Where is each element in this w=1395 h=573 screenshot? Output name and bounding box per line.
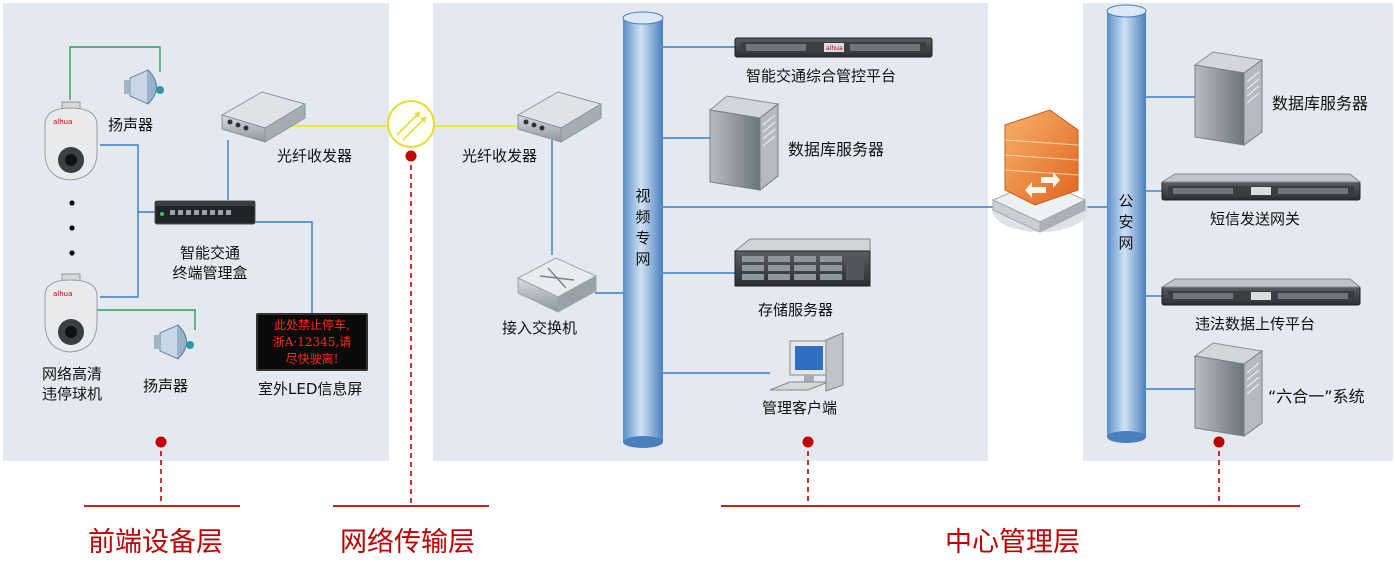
speaker-wire-top: [69, 46, 161, 100]
led-text-line1: 此处禁止停车,: [274, 318, 350, 332]
led-screen-label: 室外LED信息屏: [258, 380, 363, 398]
dome-camera-top-icon: alhua: [44, 101, 98, 181]
fiber-connector-icon: [387, 100, 435, 148]
six-in-one-server-tower-icon: [1193, 342, 1264, 437]
terminal-box-label-line2: 终端管理盒: [172, 264, 248, 282]
fiber-transceiver-front-icon: [220, 91, 307, 143]
fiber-transceiver-center-icon: [516, 91, 603, 143]
terminal-box-icon: [154, 200, 256, 225]
speaker-top-label: 扬声器: [108, 116, 154, 134]
led-screen: 此处禁止停车, 浙A·12345,请 尽快驶离!: [256, 313, 368, 371]
ellipsis-dot: [69, 225, 75, 231]
storage-server-label: 存储服务器: [758, 301, 834, 319]
control-platform-server-icon: alhua: [734, 37, 933, 58]
db-server-label: 数据库服务器: [788, 140, 885, 159]
camera-label: 网络高清 违停球机: [32, 364, 112, 404]
terminal-box-label: 智能交通 终端管理盒: [160, 243, 260, 283]
db-server-tower-icon: [708, 95, 780, 192]
storage-server-icon: [733, 238, 871, 287]
sms-gateway-label: 短信发送网关: [1210, 210, 1301, 228]
speaker-top-icon: [124, 69, 164, 105]
camera-bottom-link: [100, 212, 139, 298]
dome-camera-bottom-icon: alhua: [44, 273, 98, 353]
led-text-line2: 浙A·12345,请: [272, 335, 352, 349]
layer-center-title: 中心管理层: [945, 527, 1080, 558]
terminal-box-label-line1: 智能交通: [179, 244, 240, 262]
transceiver-center-label: 光纤收发器: [462, 147, 538, 165]
camera-label-line2: 违停球机: [41, 385, 102, 403]
front-panel: [3, 3, 389, 461]
camera-label-line1: 网络高清: [41, 365, 102, 383]
speaker-bottom-icon: [154, 324, 194, 360]
management-client-label: 管理客户端: [762, 399, 838, 417]
police-net-pipe: [1106, 4, 1147, 443]
police-db-server-label: 数据库服务器: [1272, 94, 1369, 113]
access-switch-label: 接入交换机: [502, 319, 578, 337]
management-client-pc-icon: [769, 332, 844, 392]
transceiver-front-label: 光纤收发器: [277, 147, 353, 165]
access-switch-icon: [516, 257, 598, 313]
control-platform-label: 智能交通综合管控平台: [746, 67, 897, 85]
speaker-bottom-label: 扬声器: [143, 377, 189, 395]
layer-markers: [84, 150, 1300, 507]
upload-platform-server-icon: [1160, 278, 1362, 306]
led-text-line3: 尽快驶离!: [285, 352, 339, 366]
camera-top-link: [100, 144, 155, 213]
speaker-wire-bottom: [70, 309, 196, 330]
ellipsis-dot: [69, 250, 75, 256]
svg-text:alhua: alhua: [53, 118, 72, 126]
svg-text:alhua: alhua: [826, 45, 843, 52]
center-panel: [433, 3, 988, 461]
police-net-label: 公安网: [1118, 192, 1134, 252]
box-led-link: [255, 221, 313, 313]
police-db-server-tower-icon: [1193, 51, 1264, 146]
video-net-label: 视频专网: [635, 187, 651, 268]
upload-platform-label: 违法数据上传平台: [1195, 315, 1316, 333]
ellipsis-dot: [69, 200, 75, 206]
layer-network-title: 网络传输层: [340, 527, 475, 558]
layer-front-title: 前端设备层: [88, 527, 223, 558]
six-in-one-label: “六合一”系统: [1268, 387, 1365, 406]
firewall-icon: [991, 109, 1088, 233]
sms-gateway-server-icon: [1160, 173, 1362, 201]
svg-text:alhua: alhua: [53, 290, 72, 298]
video-net-pipe: [622, 11, 664, 448]
